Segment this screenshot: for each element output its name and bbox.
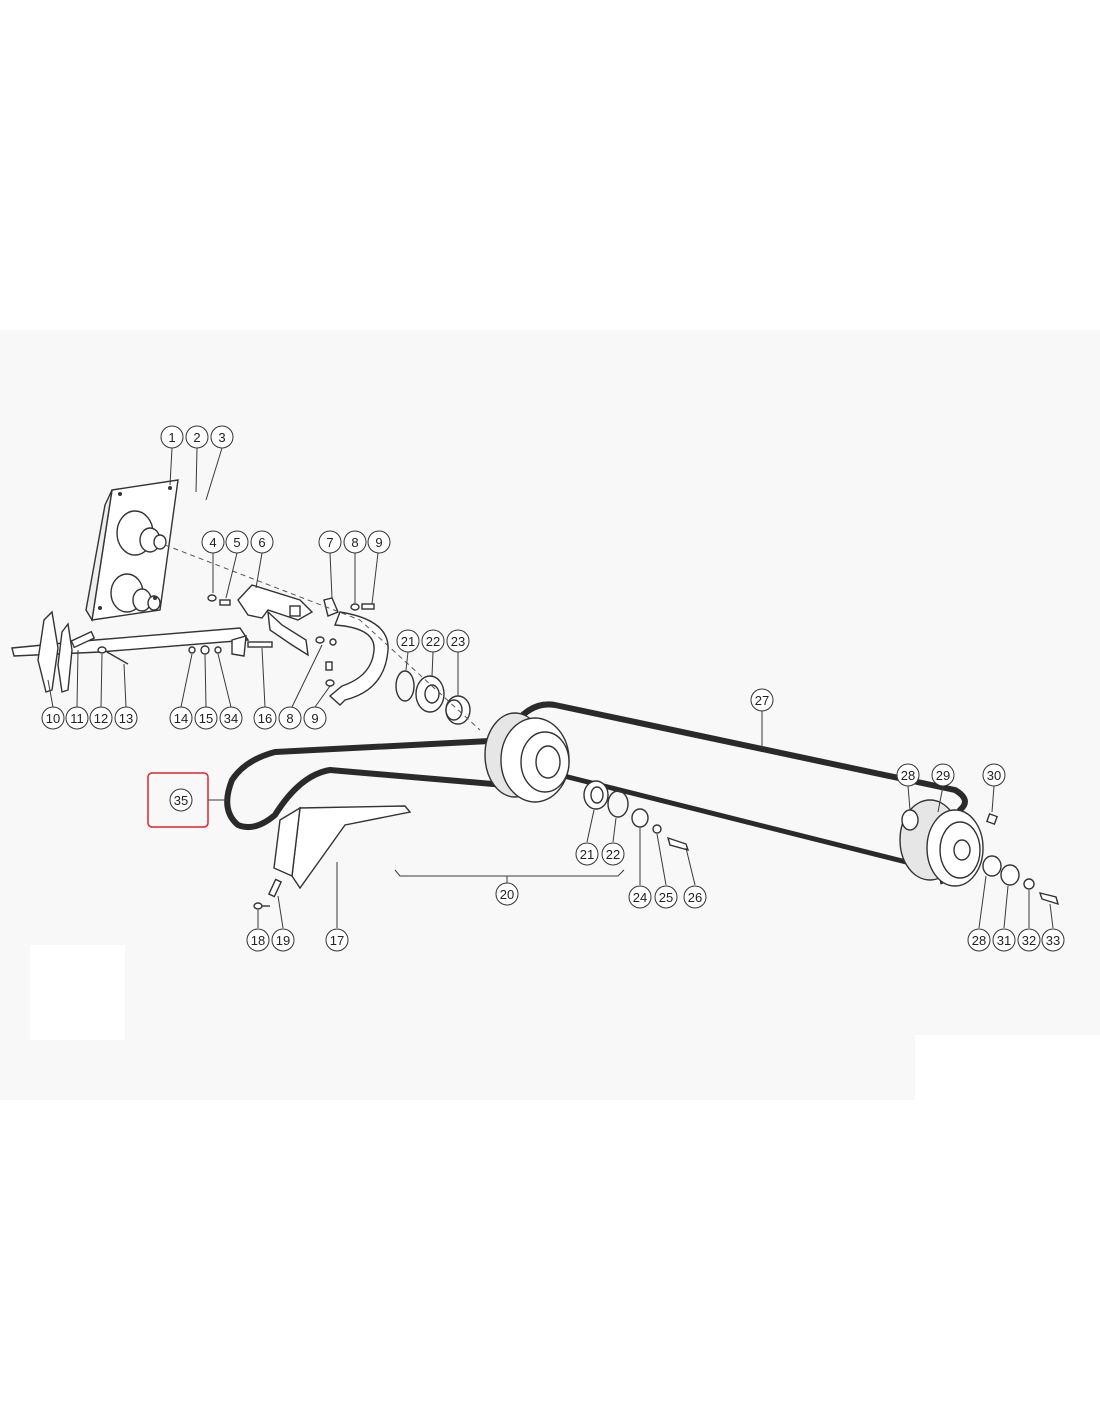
callout-9[interactable]: 9 xyxy=(367,530,391,554)
svg-text:30: 30 xyxy=(987,768,1001,783)
callout-22-lower[interactable]: 22 xyxy=(601,842,625,866)
svg-text:27: 27 xyxy=(755,693,769,708)
svg-text:8: 8 xyxy=(351,535,358,550)
svg-text:12: 12 xyxy=(94,711,108,726)
blank-area-left xyxy=(30,945,125,1040)
callout-8[interactable]: 8 xyxy=(343,530,367,554)
svg-text:21: 21 xyxy=(401,634,415,649)
svg-text:29: 29 xyxy=(936,768,950,783)
callout-12[interactable]: 12 xyxy=(89,706,113,730)
svg-text:28: 28 xyxy=(901,768,915,783)
support-bracket xyxy=(253,805,412,910)
callout-32[interactable]: 32 xyxy=(1017,928,1041,952)
callout-21-lower[interactable]: 21 xyxy=(575,842,599,866)
callout-18[interactable]: 18 xyxy=(246,928,270,952)
svg-text:34: 34 xyxy=(224,711,238,726)
callout-4[interactable]: 4 xyxy=(201,530,225,554)
leader-lines xyxy=(47,447,1054,929)
belt-guard xyxy=(323,597,389,706)
axis-line xyxy=(164,544,481,731)
svg-text:10: 10 xyxy=(46,711,60,726)
drive-pulley xyxy=(899,799,1060,906)
main-pulley xyxy=(484,712,570,803)
callout-30[interactable]: 30 xyxy=(982,763,1006,787)
callout-34[interactable]: 34 xyxy=(219,706,243,730)
callout-24[interactable]: 24 xyxy=(628,885,652,909)
callouts: 1 2 3 4 5 6 7 8 9 10 11 12 13 14 15 34 1… xyxy=(41,425,1065,952)
callout-2[interactable]: 2 xyxy=(185,425,209,449)
callout-27[interactable]: 27 xyxy=(750,688,774,712)
callout-33[interactable]: 33 xyxy=(1041,928,1065,952)
svg-text:8: 8 xyxy=(286,711,293,726)
svg-text:1: 1 xyxy=(168,430,175,445)
svg-text:14: 14 xyxy=(174,711,188,726)
svg-text:15: 15 xyxy=(199,711,213,726)
svg-text:7: 7 xyxy=(326,535,333,550)
callout-17[interactable]: 17 xyxy=(325,928,349,952)
svg-text:17: 17 xyxy=(330,933,344,948)
callout-28-lower[interactable]: 28 xyxy=(967,928,991,952)
svg-text:4: 4 xyxy=(209,535,216,550)
callout-9-lower[interactable]: 9 xyxy=(303,706,327,730)
callout-8-lower[interactable]: 8 xyxy=(278,706,302,730)
callout-6[interactable]: 6 xyxy=(250,530,274,554)
svg-text:3: 3 xyxy=(218,430,225,445)
svg-text:5: 5 xyxy=(233,535,240,550)
pulley-bearings xyxy=(395,670,471,725)
svg-text:22: 22 xyxy=(426,634,440,649)
svg-text:35: 35 xyxy=(174,793,188,808)
shaft-bearings xyxy=(583,780,690,852)
idler-bracket xyxy=(207,584,337,657)
callout-21[interactable]: 21 xyxy=(396,629,420,653)
tensioner-arm-assembly xyxy=(11,610,273,693)
svg-text:13: 13 xyxy=(119,711,133,726)
callout-29[interactable]: 29 xyxy=(931,763,955,787)
motor-plate xyxy=(85,479,179,623)
callout-16[interactable]: 16 xyxy=(253,706,277,730)
callout-13[interactable]: 13 xyxy=(114,706,138,730)
callout-15[interactable]: 15 xyxy=(194,706,218,730)
svg-text:18: 18 xyxy=(251,933,265,948)
svg-text:11: 11 xyxy=(70,711,84,726)
svg-text:6: 6 xyxy=(258,535,265,550)
callout-7[interactable]: 7 xyxy=(318,530,342,554)
callout-22[interactable]: 22 xyxy=(421,629,445,653)
svg-text:24: 24 xyxy=(633,890,647,905)
svg-text:19: 19 xyxy=(276,933,290,948)
svg-text:2: 2 xyxy=(193,430,200,445)
svg-text:28: 28 xyxy=(972,933,986,948)
callout-1[interactable]: 1 xyxy=(160,425,184,449)
callout-20[interactable]: 20 xyxy=(495,882,519,906)
callout-19[interactable]: 19 xyxy=(271,928,295,952)
svg-text:33: 33 xyxy=(1046,933,1060,948)
svg-text:32: 32 xyxy=(1022,933,1036,948)
callout-35[interactable]: 35 xyxy=(169,788,193,812)
svg-text:23: 23 xyxy=(451,634,465,649)
callout-26[interactable]: 26 xyxy=(683,885,707,909)
svg-text:9: 9 xyxy=(375,535,382,550)
svg-text:22: 22 xyxy=(606,847,620,862)
svg-text:16: 16 xyxy=(258,711,272,726)
svg-text:9: 9 xyxy=(311,711,318,726)
callout-14[interactable]: 14 xyxy=(169,706,193,730)
callout-25[interactable]: 25 xyxy=(654,885,678,909)
svg-text:20: 20 xyxy=(500,887,514,902)
callout-3[interactable]: 3 xyxy=(210,425,234,449)
svg-text:21: 21 xyxy=(580,847,594,862)
callout-23[interactable]: 23 xyxy=(446,629,470,653)
callout-11[interactable]: 11 xyxy=(65,706,89,730)
callout-31[interactable]: 31 xyxy=(992,928,1016,952)
callout-10[interactable]: 10 xyxy=(41,706,65,730)
callout-28[interactable]: 28 xyxy=(896,763,920,787)
blank-area-right xyxy=(915,1035,1100,1100)
svg-text:26: 26 xyxy=(688,890,702,905)
svg-text:25: 25 xyxy=(659,890,673,905)
svg-text:31: 31 xyxy=(997,933,1011,948)
highlight-box xyxy=(147,772,209,828)
callout-5[interactable]: 5 xyxy=(225,530,249,554)
